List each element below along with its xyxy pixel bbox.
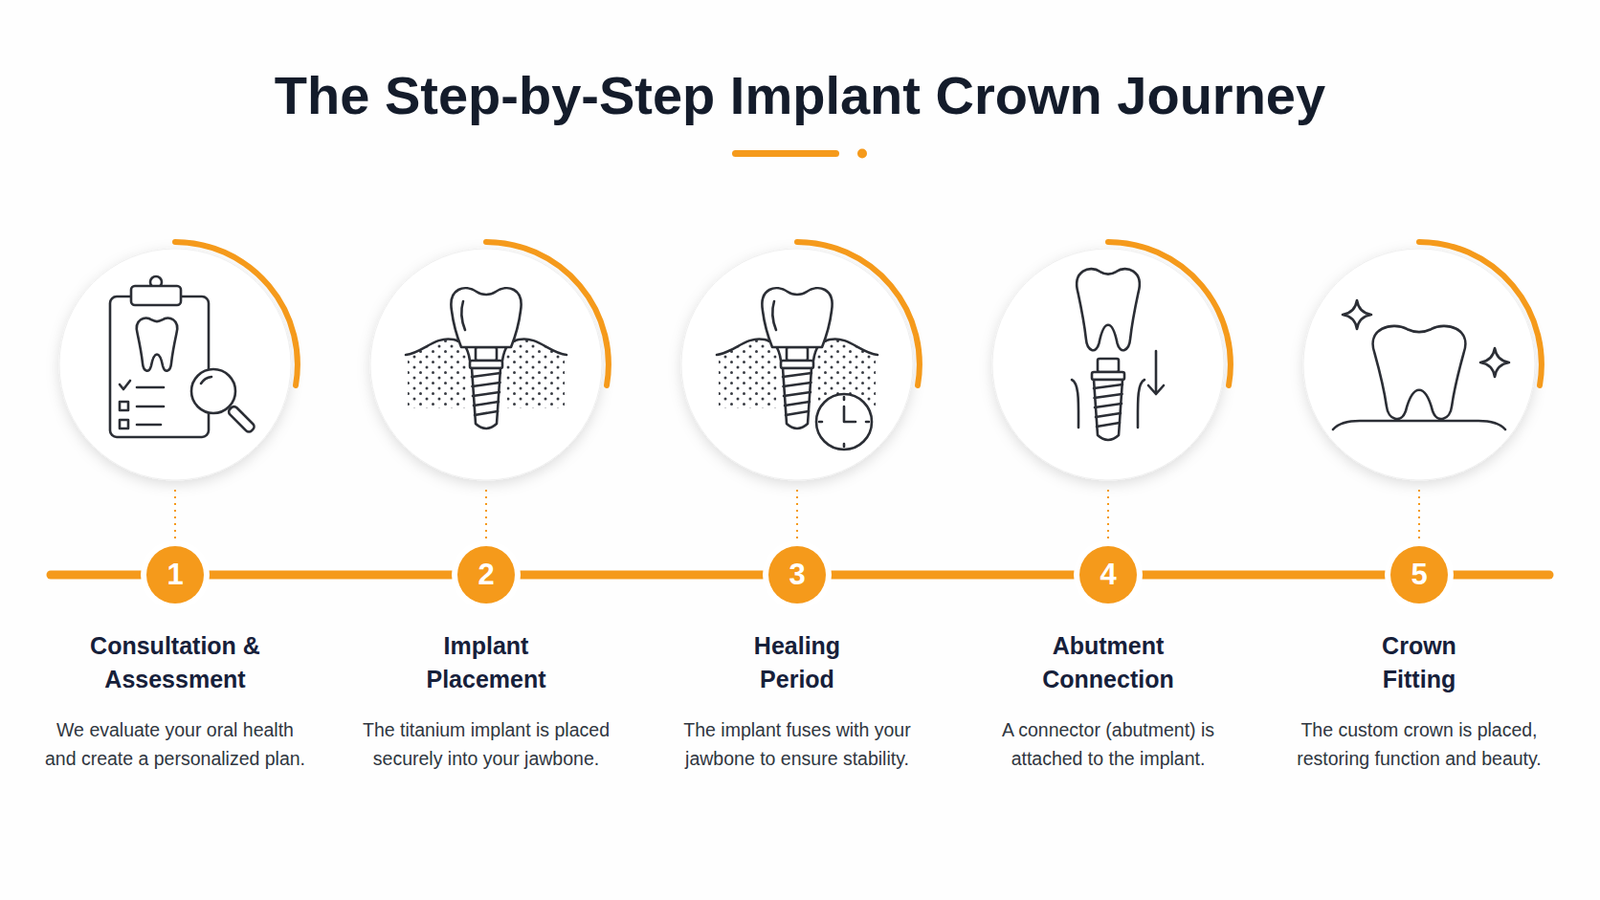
sparkle [1480, 348, 1510, 378]
dotted-leaders [175, 489, 1420, 539]
dotted-leader [174, 489, 177, 539]
magnifier-lens [191, 369, 236, 414]
clock-face [816, 394, 872, 450]
step-number: 1 [146, 546, 204, 604]
crown-fitting-icon [1333, 300, 1510, 430]
dotted-leader [485, 489, 488, 539]
step-text-block: Implant PlacementThe titanium implant is… [342, 629, 630, 774]
sparkle [1342, 300, 1372, 330]
gum-right [502, 338, 567, 409]
timeline-end [50, 571, 154, 580]
clipboard-clip [131, 286, 181, 306]
magnifier-handle [226, 404, 256, 434]
step-description: We evaluate your oral health and create … [41, 715, 310, 774]
step-heading: Implant Placement [409, 629, 563, 697]
timeline-connector [825, 571, 1080, 580]
gum-wall [1071, 379, 1079, 428]
step-heading: Abutment Connection [1026, 629, 1190, 697]
checkbox [119, 401, 129, 411]
tooth-icon [1373, 326, 1467, 420]
clipboard-board [110, 296, 209, 438]
step-text-block: Consultation & Assessment We evaluate you… [31, 629, 319, 774]
timeline-connector [1136, 571, 1391, 580]
step-description: The titanium implant is placed securely … [352, 715, 621, 774]
icon-circles [59, 248, 1535, 481]
implant-fixture [469, 347, 503, 429]
implant-crown [450, 288, 521, 348]
clock-hands [844, 406, 856, 423]
implant-crown [761, 288, 832, 348]
implant-fixture [780, 347, 814, 429]
step-badge: 3Healing PeriodThe implant fuses with yo… [768, 546, 826, 604]
title-underline [732, 150, 840, 157]
step-badge: 5Crown FittingThe custom crown is placed… [1390, 546, 1448, 604]
step-text-block: Healing PeriodThe implant fuses with you… [653, 629, 941, 774]
checkbox [119, 420, 129, 429]
step-text-block: Abutment Connection A connector (abutment… [964, 629, 1252, 774]
title-underline-dot [857, 149, 867, 159]
timeline-connector [514, 571, 769, 580]
step-description: The custom crown is placed, restoring fu… [1285, 715, 1554, 774]
gum-left [716, 338, 781, 409]
step-number: 2 [457, 546, 515, 604]
implant-fixture [1091, 358, 1125, 441]
step-badge: 2Implant PlacementThe titanium implant i… [457, 546, 515, 604]
checklist-line [136, 386, 164, 390]
abutment-icon [1071, 268, 1164, 441]
gum-base [1333, 421, 1506, 430]
dotted-leader [796, 489, 799, 539]
icon-circle [992, 248, 1224, 481]
step-text-block: Crown FittingThe custom crown is placed,… [1275, 629, 1563, 774]
step-badge: 1Consultation & AssessmentWe evaluate yo… [146, 546, 204, 604]
tooth-icon [136, 318, 178, 372]
step-number: 4 [1079, 546, 1137, 604]
icon-circle [59, 248, 291, 481]
checklist-line [136, 423, 161, 427]
dotted-leader [1107, 489, 1110, 539]
step-heading: Healing Period [739, 629, 855, 697]
healing-icon [716, 288, 878, 450]
timeline-end [1441, 571, 1550, 580]
gum-wall [1137, 379, 1145, 428]
step-heading: Consultation & Assessment [79, 629, 271, 697]
step-badge: 4Abutment ConnectionA connector (abutmen… [1079, 546, 1137, 604]
icon-circle [681, 248, 913, 481]
tooth-icon [1076, 268, 1140, 351]
clock-ticks [819, 397, 869, 447]
step-description: The implant fuses with your jawbone to e… [663, 715, 932, 774]
down-arrow [1148, 351, 1164, 395]
step-number: 5 [1390, 546, 1448, 604]
clipboard-icon [110, 276, 256, 438]
icon-circle [1303, 248, 1535, 481]
dotted-leader [1418, 489, 1421, 539]
icon-circle [370, 248, 602, 481]
check-mark [119, 380, 131, 390]
diagram-title: The Step-by-Step Implant Crown Journey [0, 63, 1600, 129]
lens-glint [200, 377, 212, 384]
gum-left [405, 338, 470, 409]
step-number: 3 [768, 546, 826, 604]
step-description: A connector (abutment) is attached to th… [974, 715, 1243, 774]
step-heading: Crown Fitting [1361, 629, 1477, 697]
checklist-line [136, 405, 164, 409]
timeline-connector [203, 571, 458, 580]
implant-placement-icon [405, 288, 567, 429]
